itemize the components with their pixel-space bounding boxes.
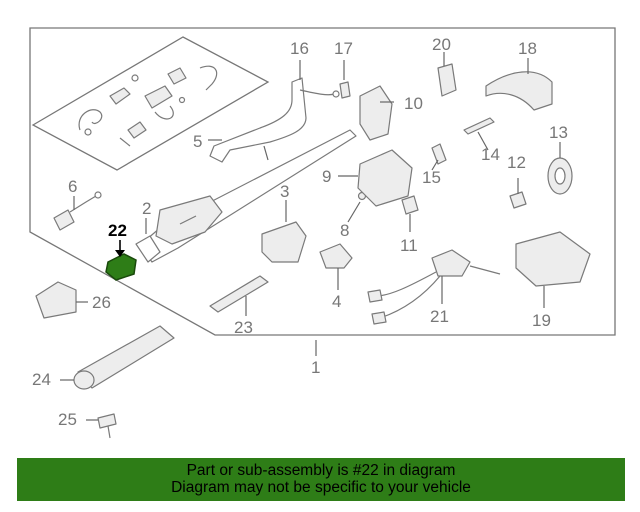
part-19-lower-shroud [515, 231, 591, 287]
part-14-rod [463, 117, 495, 135]
callout-4: 4 [332, 292, 341, 311]
callout-20: 20 [432, 35, 451, 54]
part-26-bracket [35, 281, 77, 319]
part-22-highlighted [105, 253, 137, 281]
callout-12: 12 [507, 153, 526, 172]
part-6-sensor [53, 191, 102, 231]
callout-21: 21 [430, 307, 449, 326]
part-17-bulb [339, 81, 351, 99]
part-20-switch [437, 63, 457, 97]
callout-24: 24 [32, 370, 51, 389]
callout-25: 25 [58, 410, 77, 429]
part-3-cover [261, 221, 307, 263]
callout-3: 3 [280, 182, 289, 201]
part-24-lower-shaft [73, 325, 175, 390]
callout-18: 18 [518, 39, 537, 58]
callout-8: 8 [340, 221, 349, 240]
callout-22: 22 [108, 221, 127, 240]
leader-lines [60, 52, 561, 421]
part-5-wiring [78, 65, 218, 147]
diagram-notice-banner: Part or sub-assembly is #22 in diagram D… [17, 458, 625, 501]
callout-16: 16 [290, 39, 309, 58]
callout-6: 6 [68, 177, 77, 196]
notice-line-2: Diagram may not be specific to your vehi… [171, 479, 471, 496]
part-12-cap [509, 191, 527, 209]
part-15-spring [431, 143, 447, 165]
inset-frame-part-5 [31, 36, 270, 171]
part-4-piece [319, 243, 353, 269]
part-9-housing [357, 149, 413, 207]
part-16-harness [209, 77, 340, 163]
callout-17: 17 [334, 39, 353, 58]
callout-9: 9 [322, 167, 331, 186]
callout-19: 19 [532, 311, 551, 330]
part-18-shroud [485, 71, 553, 111]
part-11-bushing [401, 195, 419, 215]
part-10-lock [359, 85, 393, 141]
callout-11: 11 [400, 236, 418, 255]
callout-5: 5 [193, 132, 202, 151]
part-21-switch [367, 249, 501, 325]
callout-10: 10 [404, 94, 423, 113]
part-23-shaft [209, 275, 269, 313]
part-13-bearing [547, 157, 573, 195]
part-25-bolt [97, 413, 117, 439]
notice-line-1: Part or sub-assembly is #22 in diagram [186, 462, 456, 479]
callout-14: 14 [481, 145, 500, 164]
part-2-column [135, 129, 357, 263]
callout-15: 15 [422, 168, 441, 187]
callout-2: 2 [142, 199, 151, 218]
assembly-frame [29, 27, 616, 336]
callout-23: 23 [234, 318, 253, 337]
parts-diagram: 1 2 3 4 5 6 8 9 10 11 12 13 14 15 16 17 … [29, 27, 616, 439]
callout-26: 26 [92, 293, 111, 312]
callout-13: 13 [549, 123, 568, 142]
callout-1: 1 [311, 358, 320, 377]
